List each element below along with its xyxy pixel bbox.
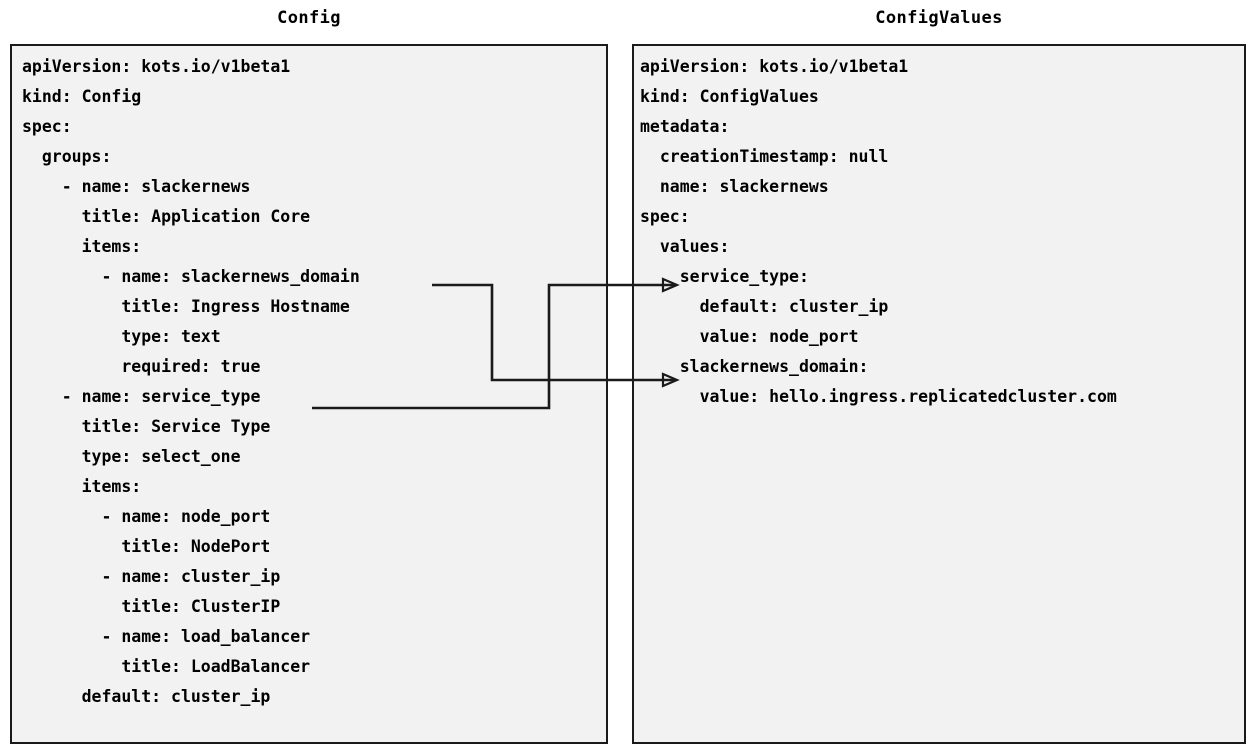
config-line-11: - name: service_type [22, 387, 261, 406]
config-line-21: default: cluster_ip [22, 687, 271, 706]
configvalues-yaml-block: apiVersion: kots.io/v1beta1 kind: ConfigV… [634, 46, 1244, 742]
config-line-20: title: LoadBalancer [22, 657, 311, 676]
config-line-7: - name: slackernews_domain [22, 267, 360, 286]
config-line-13: type: select_one [22, 447, 241, 466]
config-line-18: title: ClusterIP [22, 597, 281, 616]
configvalues-line-5: spec: [640, 207, 690, 226]
left-panel-title: Config [277, 8, 341, 28]
config-line-6: items: [22, 237, 142, 256]
right-panel-title: ConfigValues [875, 8, 1003, 28]
config-line-0: apiVersion: kots.io/v1beta1 [22, 57, 291, 76]
config-line-17: - name: cluster_ip [22, 567, 281, 586]
config-line-15: - name: node_port [22, 507, 271, 526]
configvalues-line-4: name: slackernews [640, 177, 829, 196]
config-line-3: groups: [22, 147, 112, 166]
config-line-5: title: Application Core [22, 207, 311, 226]
configvalues-line-2: metadata: [640, 117, 730, 136]
configvalues-line-0: apiVersion: kots.io/v1beta1 [640, 57, 909, 76]
configvalues-line-7: service_type: [640, 267, 809, 286]
config-line-4: - name: slackernews [22, 177, 251, 196]
config-line-9: type: text [22, 327, 221, 346]
config-line-2: spec: [22, 117, 72, 136]
configvalues-line-9: value: node_port [640, 327, 859, 346]
config-line-1: kind: Config [22, 87, 142, 106]
config-line-16: title: NodePort [22, 537, 271, 556]
config-yaml-block: apiVersion: kots.io/v1beta1 kind: Config s… [12, 46, 606, 742]
configvalues-line-10: slackernews_domain: [640, 357, 869, 376]
config-line-10: required: true [22, 357, 261, 376]
configvalues-line-1: kind: ConfigValues [640, 87, 819, 106]
config-panel: apiVersion: kots.io/v1beta1 kind: Config s… [10, 44, 608, 744]
config-line-12: title: Service Type [22, 417, 271, 436]
configvalues-line-3: creationTimestamp: null [640, 147, 889, 166]
config-line-14: items: [22, 477, 142, 496]
configvalues-line-11: value: hello.ingress.replicatedcluster.c… [640, 387, 1117, 406]
configvalues-panel: apiVersion: kots.io/v1beta1 kind: ConfigV… [632, 44, 1246, 744]
configvalues-line-8: default: cluster_ip [640, 297, 889, 316]
config-line-19: - name: load_balancer [22, 627, 311, 646]
configvalues-line-6: values: [640, 237, 730, 256]
config-line-8: title: Ingress Hostname [22, 297, 350, 316]
